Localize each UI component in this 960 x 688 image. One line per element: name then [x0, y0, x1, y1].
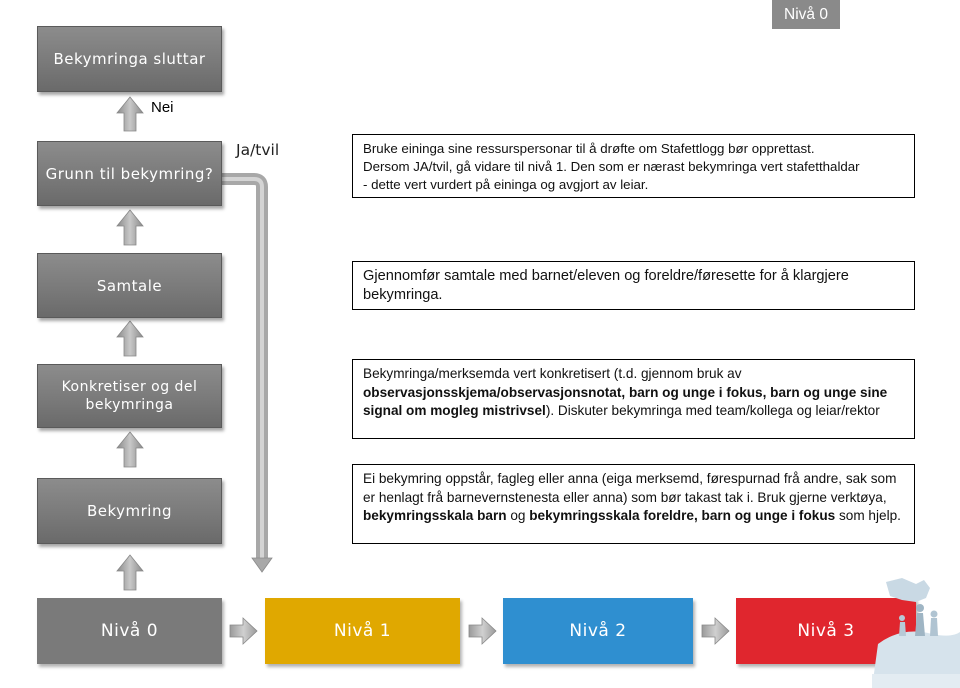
desc-line: - dette vert vurdert på eininga og avgjo… [363, 177, 649, 192]
desc-konkretiser: Bekymringa/merksemda vert konkretisert (… [352, 359, 915, 439]
right-arrow-icon [229, 617, 258, 645]
stage-bekymringa-sluttar: Bekymringa sluttar [37, 26, 222, 92]
ja-tvil-connector [222, 173, 273, 573]
nei-label: Nei [151, 99, 174, 116]
ja-tvil-label: Ja/tvil [236, 141, 280, 159]
stage-label: Grunn til bekymring? [45, 164, 214, 183]
up-arrow-icon [116, 554, 144, 591]
up-arrow-icon [116, 431, 144, 468]
desc-text: ). Diskuter bekymringa med team/kollega … [545, 403, 880, 418]
stage-label: Bekymringa sluttar [53, 50, 206, 68]
desc-bold-text: bekymringsskala barn [363, 508, 507, 523]
up-arrow-icon [116, 96, 144, 132]
desc-grunn: Bruke eininga sine ressurspersonar til å… [352, 134, 915, 198]
up-arrow-icon [116, 320, 144, 357]
stage-label: Bekymring [86, 502, 173, 520]
level-label: Nivå 3 [797, 621, 855, 641]
level-label: Nivå 1 [333, 621, 392, 641]
desc-line: Bruke eininga sine ressurspersonar til å… [363, 141, 815, 156]
stage-konkretiser: Konkretiser og del bekymringa [37, 364, 222, 428]
level-box-1: Nivå 1 [265, 598, 460, 664]
stage-label: Samtale [96, 276, 163, 295]
desc-text: Ei bekymring oppstår, fagleg eller anna … [363, 471, 897, 505]
desc-line: Dersom JA/tvil, gå vidare til nivå 1. De… [363, 159, 860, 174]
up-arrow-icon [116, 209, 144, 246]
stage-grunn-til-bekymring: Grunn til bekymring? [37, 141, 222, 206]
desc-bold-text: observasjonsskjema/observasjonsnotat, ba… [363, 384, 888, 419]
stage-samtale: Samtale [37, 253, 222, 318]
level-box-2: Nivå 2 [503, 598, 693, 664]
desc-text: Gjennomfør samtale med barnet/eleven og … [363, 268, 849, 303]
desc-text: Bekymringa/merksemda vert konkretisert (… [363, 366, 742, 381]
right-arrow-icon [701, 617, 730, 645]
people-illustration-icon [872, 578, 960, 688]
desc-text: som hjelp. [835, 508, 901, 523]
level-label: Nivå 0 [100, 621, 159, 641]
level-badge: Nivå 0 [772, 0, 840, 29]
desc-bekymring: Ei bekymring oppstår, fagleg eller anna … [352, 464, 915, 544]
level-label: Nivå 2 [569, 621, 627, 641]
stage-label: Konkretiser og del bekymringa [61, 379, 198, 413]
desc-samtale: Gjennomfør samtale med barnet/eleven og … [352, 261, 915, 310]
desc-bold-text: bekymringsskala foreldre, barn og unge i… [529, 508, 836, 523]
desc-text: og [506, 508, 530, 523]
level-box-0: Nivå 0 [37, 598, 222, 664]
stage-bekymring: Bekymring [37, 478, 222, 544]
right-arrow-icon [468, 617, 497, 645]
